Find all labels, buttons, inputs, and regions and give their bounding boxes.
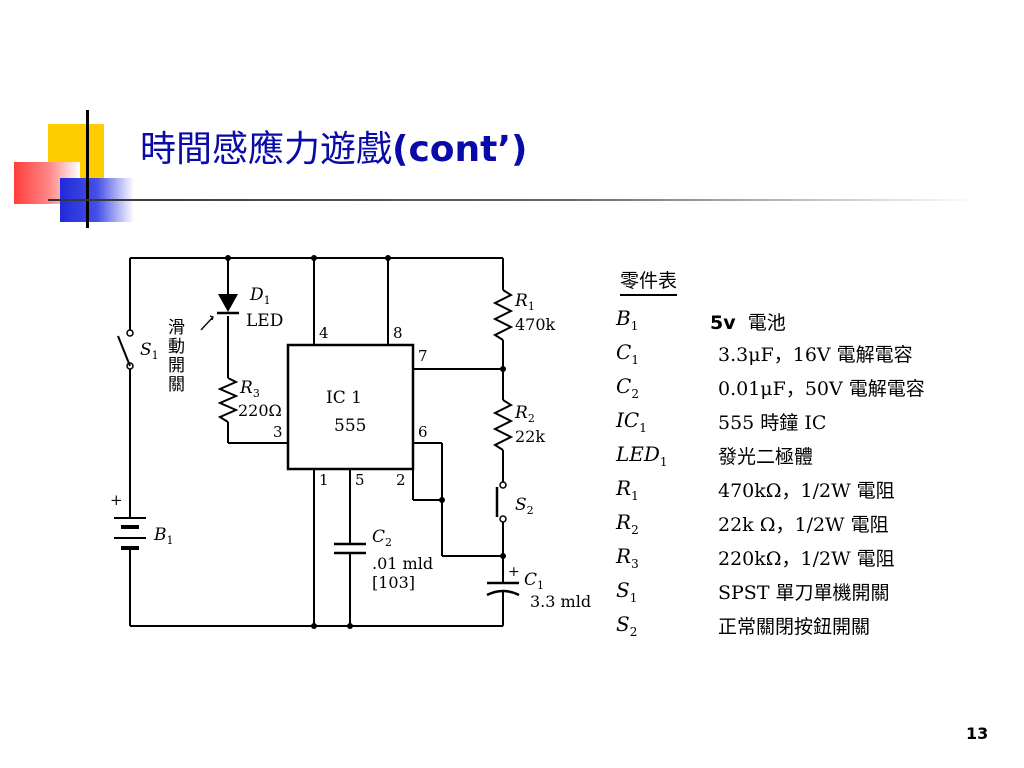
part-description: 220kΩ，1/2W 電阻 (718, 548, 895, 570)
s1-label: S1 (140, 340, 159, 362)
pin-4-label: 4 (319, 324, 329, 342)
r3-label: R3 (239, 378, 260, 400)
resistor-r1-symbol (492, 289, 514, 341)
battery-value: 5v (710, 312, 736, 334)
led-label: LED (246, 311, 283, 331)
part-symbol: R3 (616, 544, 639, 571)
c2-label: C2 (372, 527, 392, 549)
battery-desc-text: 電池 (747, 312, 786, 334)
ic-555-body (286, 343, 415, 471)
pin-8-label: 8 (393, 324, 403, 342)
deco-vertical-line (86, 110, 89, 228)
part-symbol: R2 (616, 510, 639, 537)
part-description: SPST 單刀單機開關 (718, 582, 890, 604)
r2-label: R2 (514, 403, 535, 425)
resistor-r3-symbol (217, 377, 239, 423)
part-description: 0.01μF，50V 電解電容 (718, 378, 925, 400)
capacitor-c2-symbol (334, 542, 366, 555)
c2-value: .01 mld (372, 554, 433, 573)
switch-vertical-label: 滑 動 開 關 (168, 318, 190, 395)
b1-plus: + (110, 491, 123, 509)
led-d1-symbol (200, 294, 239, 331)
pin-6-label: 6 (418, 423, 428, 441)
title-underline (48, 199, 978, 201)
switch-s2 (495, 481, 507, 523)
part-symbol: LED1 (616, 442, 668, 469)
r3-value: 220Ω (238, 401, 282, 420)
r2-value: 22k (515, 427, 545, 446)
part-description: 3.3μF，16V 電解電容 (718, 344, 913, 366)
c2-code: [103] (372, 573, 415, 592)
c1-plus: + (508, 564, 520, 580)
pin-1-label: 1 (319, 471, 329, 489)
resistor-r2-symbol (492, 399, 514, 451)
s2-label: S2 (515, 495, 534, 517)
ic-name: IC 1 (326, 388, 362, 408)
pin-2-label: 2 (396, 471, 406, 489)
part-symbol: R1 (616, 476, 639, 503)
circuit-schematic: IC 1 555 4 8 7 3 6 1 5 2 S1 滑 動 開 關 D1 L… (110, 255, 591, 629)
switch-s1 (117, 329, 134, 370)
slide-title: 時間感應力遊戲(cont’) (140, 132, 528, 168)
part-symbol: C1 (616, 340, 639, 367)
junction-dots (225, 255, 506, 629)
c1-value: 3.3 mld (530, 592, 591, 611)
part-symbol: IC1 (616, 408, 647, 435)
title-chinese: 時間感應力遊戲 (140, 129, 393, 170)
battery-b1-symbol (114, 517, 146, 550)
pin-5-label: 5 (355, 471, 365, 489)
b1-label: B1 (153, 525, 174, 547)
title-english: (cont’) (392, 129, 528, 170)
part-symbol: B1 (616, 306, 639, 333)
capacitor-c1-symbol (486, 581, 520, 597)
page-number: 13 (966, 724, 989, 743)
part-description: 正常關閉按鈕開關 (718, 616, 871, 638)
parts-list-heading: 零件表 (620, 266, 678, 296)
wires (129, 257, 504, 627)
r1-label: R1 (514, 291, 535, 313)
pin-3-label: 3 (273, 423, 283, 441)
part-symbol: C2 (616, 374, 639, 401)
part-description: 470kΩ，1/2W 電阻 (718, 480, 895, 502)
battery-description: 5v 電池 (710, 308, 786, 335)
r1-value: 470k (515, 315, 556, 334)
part-description: 發光二極體 (718, 446, 814, 468)
pin-7-label: 7 (418, 347, 428, 365)
ic-part: 555 (334, 416, 366, 436)
part-description: 555 時鐘 IC (718, 412, 827, 434)
d1-label: D1 (249, 285, 271, 307)
part-symbol: S1 (616, 578, 638, 605)
part-description: 22k Ω，1/2W 電阻 (718, 514, 889, 536)
part-symbol: S2 (616, 612, 638, 639)
c1-label: C1 (524, 570, 544, 592)
